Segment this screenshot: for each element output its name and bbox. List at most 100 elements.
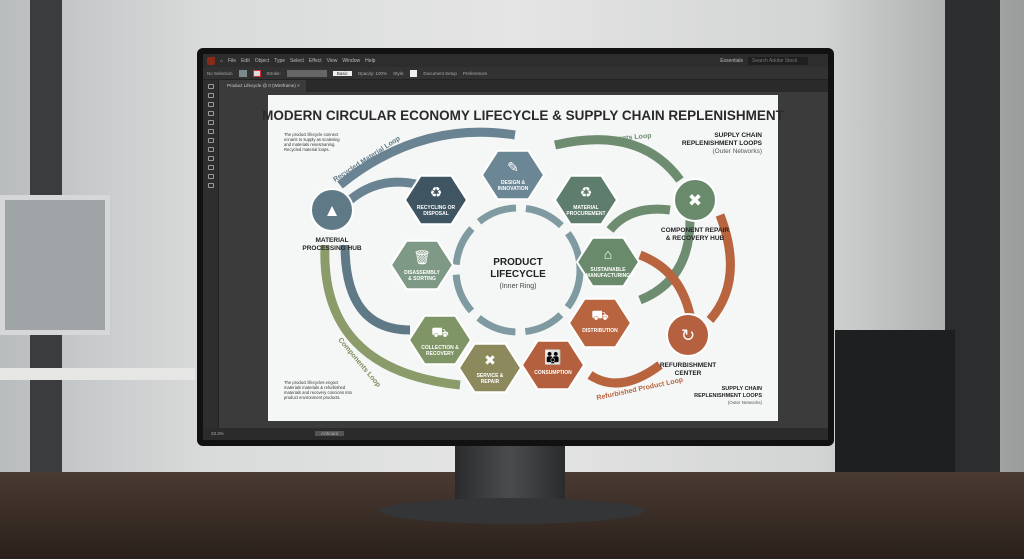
monitor-stand bbox=[455, 445, 565, 505]
direct-selection-tool-icon[interactable] bbox=[207, 93, 214, 98]
node-disassembly: 🗑DISASSEMBLY& SORTING bbox=[389, 239, 455, 291]
selection-status: No Selection bbox=[207, 70, 233, 76]
rotate-tool-icon[interactable] bbox=[207, 147, 214, 152]
monitor-base bbox=[380, 498, 645, 524]
hub-circle bbox=[666, 313, 710, 357]
node-label: RECOVERY bbox=[426, 351, 455, 357]
supply-bottom-line2: REPLENISHMENT LOOPS bbox=[694, 393, 762, 399]
background-cabinet bbox=[835, 330, 955, 480]
menu-file[interactable]: File bbox=[228, 57, 237, 64]
menu-bar: ⌂ File Edit Object Type Select Effect Vi… bbox=[203, 54, 828, 67]
note-top-line: and materials resesmaning. bbox=[284, 142, 335, 147]
type-tool-icon[interactable] bbox=[207, 111, 214, 116]
menu-effect[interactable]: Effect bbox=[308, 57, 322, 64]
diagram-title: MODERN CIRCULAR ECONOMY LIFECYCLE & SUPP… bbox=[262, 108, 785, 123]
node-hexagon bbox=[575, 236, 641, 288]
note-bottom-line: product environment products. bbox=[284, 395, 341, 400]
node-hexagon bbox=[553, 174, 619, 226]
supply-bottom-line1: SUPPLY CHAIN bbox=[722, 386, 762, 392]
scale-tool-icon[interactable] bbox=[207, 156, 214, 161]
style-swatch[interactable] bbox=[410, 69, 418, 77]
hub-icon: ↻ bbox=[681, 326, 695, 345]
stroke-swatch[interactable] bbox=[252, 69, 261, 77]
menu-type[interactable]: Type bbox=[274, 57, 286, 64]
node-collection: ⛟COLLECTION &RECOVERY bbox=[407, 314, 473, 366]
center-title-line1: PRODUCT bbox=[493, 257, 542, 268]
components-left-arc bbox=[320, 244, 461, 390]
recycled-loop-arc bbox=[337, 127, 516, 189]
variable-width-field[interactable] bbox=[286, 69, 327, 77]
node-icon: ♻ bbox=[430, 184, 443, 200]
node-distribution: ⛟DISTRIBUTION bbox=[567, 297, 633, 349]
node-label: DESIGN & bbox=[501, 180, 526, 186]
node-label: & SORTING bbox=[408, 276, 436, 282]
material-hub-lower-arc bbox=[340, 244, 411, 335]
node-label: DISTRIBUTION bbox=[582, 328, 618, 334]
menu-object[interactable]: Object bbox=[254, 57, 270, 64]
inner-ring bbox=[452, 204, 584, 336]
supply-top-line2: REPLENISHMENT LOOPS bbox=[682, 140, 763, 147]
node-service: ✖SERVICE &REPAIR bbox=[457, 342, 523, 394]
hub-label: COMPONENT REPAIR bbox=[661, 227, 729, 234]
document-tab[interactable]: Product Lifecycle @ 0 (Wireframe) × bbox=[221, 80, 306, 92]
node-label: DISPOSAL bbox=[423, 211, 449, 217]
note-bottom-line: materials materials & refurbished bbox=[284, 385, 346, 390]
opacity-field[interactable]: Opacity: 100% bbox=[357, 70, 388, 76]
rectangle-tool-icon[interactable] bbox=[207, 120, 214, 125]
style-label: Style: bbox=[393, 70, 405, 76]
recycled-loop-label: Recycled Material Loop bbox=[332, 135, 401, 183]
menu-view[interactable]: View bbox=[326, 57, 338, 64]
brush-tool-icon[interactable] bbox=[207, 129, 214, 134]
components-right-arc bbox=[638, 219, 695, 305]
preferences-button[interactable]: Preferences bbox=[462, 70, 488, 76]
node-hexagon bbox=[480, 149, 546, 201]
workspace-switcher[interactable]: Essentials bbox=[720, 57, 743, 64]
zoom-level[interactable]: 33.3% bbox=[211, 431, 224, 436]
home-icon[interactable]: ⌂ bbox=[220, 57, 224, 64]
pencil-tool-icon[interactable] bbox=[207, 138, 214, 143]
document-tab-bar: Product Lifecycle @ 0 (Wireframe) × bbox=[221, 80, 828, 92]
eyedropper-tool-icon[interactable] bbox=[207, 165, 214, 170]
menu-help[interactable]: Help bbox=[365, 57, 376, 64]
node-hexagon bbox=[407, 314, 473, 366]
node-label: INNOVATION bbox=[498, 186, 529, 192]
node-icon: 👪 bbox=[544, 349, 561, 366]
menu-edit[interactable]: Edit bbox=[241, 57, 250, 64]
fill-swatch[interactable] bbox=[238, 69, 247, 77]
background-desk bbox=[0, 368, 195, 380]
search-input[interactable]: Search Adobe Stock bbox=[748, 56, 808, 65]
background-monitor bbox=[0, 195, 110, 335]
node-label: RECYCLING OR bbox=[417, 205, 456, 211]
node-design: ✎ DESIGN &INNOVATION bbox=[480, 149, 546, 201]
hub-to-manufacturing-arc bbox=[606, 204, 671, 233]
node-icon: ⌂ bbox=[604, 246, 612, 262]
close-tab-icon[interactable]: × bbox=[297, 83, 300, 88]
loop-arcs bbox=[320, 127, 735, 390]
node-icon: ♻ bbox=[580, 184, 593, 200]
node-label: REPAIR bbox=[481, 379, 500, 385]
node-icon: ✎ bbox=[507, 159, 519, 175]
node-hexagon bbox=[389, 239, 455, 291]
center-subtitle: (Inner Ring) bbox=[500, 283, 537, 290]
menu-select[interactable]: Select bbox=[290, 57, 304, 64]
artboard-navigator[interactable]: Artboard bbox=[315, 431, 345, 436]
node-label: MANUFACTURING bbox=[586, 273, 630, 279]
note-bottom-line: materials and recovery concions into bbox=[284, 390, 353, 395]
stroke-label: Stroke: bbox=[266, 70, 281, 76]
document-setup-button[interactable]: Document Setup bbox=[423, 70, 457, 76]
menu-window[interactable]: Window bbox=[342, 57, 361, 64]
hub-circle bbox=[310, 188, 354, 232]
brush-select[interactable]: Basic bbox=[332, 70, 352, 76]
node-icon: ✖ bbox=[484, 352, 496, 368]
app-logo-icon bbox=[207, 56, 215, 65]
pen-tool-icon[interactable] bbox=[207, 102, 214, 107]
refurbished-outer-arc bbox=[706, 213, 735, 323]
supply-bottom-line3: (Outer Networks) bbox=[728, 400, 763, 405]
note-top-line: Recycled material loops. bbox=[284, 147, 330, 152]
selection-tool-icon[interactable] bbox=[207, 84, 214, 89]
hand-tool-icon[interactable] bbox=[207, 174, 214, 179]
refurbished-product-arc bbox=[587, 361, 663, 388]
zoom-tool-icon[interactable] bbox=[207, 183, 214, 188]
